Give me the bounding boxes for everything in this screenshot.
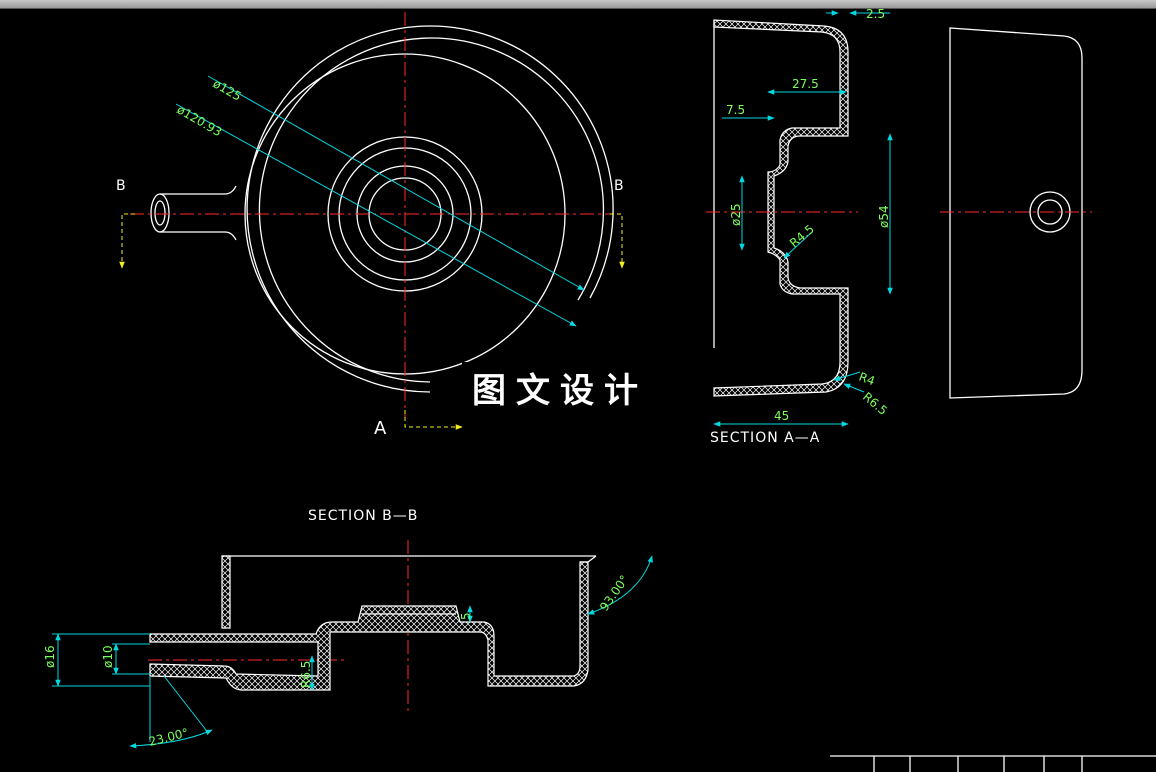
- bb-dim-r65: R6.5: [299, 661, 313, 688]
- dim-line-d120: [175, 103, 577, 327]
- aa-dim-w45: 45: [774, 409, 789, 423]
- aa-dim-r45-line: [783, 231, 813, 259]
- section-b-arrow-left: [119, 213, 135, 269]
- spout-bottom: [160, 231, 237, 241]
- watermark-bg: [462, 362, 712, 412]
- section-a-arrow: [404, 410, 463, 430]
- bb-dim-a23: 23.00°: [147, 726, 190, 749]
- section-a-label: A: [374, 418, 387, 439]
- aa-dim-w275: 27.5: [792, 77, 819, 91]
- cad-drawing-canvas[interactable]: ø125 ø120.93 B B A 图文设计 2.5 27.5 7.5 ø25…: [0, 8, 1156, 772]
- section-bb-view: SECTION B—B ø16 ø10 5 R6.5 93.00° 23.00°: [43, 508, 653, 749]
- section-aa-view: 2.5 27.5 7.5 ø25 R4.5 ø54 R4 R6.5 45 SEC…: [706, 8, 893, 446]
- bb-dim-h5: 5: [459, 612, 473, 620]
- side-hole-inner: [1037, 199, 1063, 225]
- outer-rim: [246, 25, 614, 393]
- aa-dim-w75: 7.5: [726, 103, 745, 117]
- bb-right-rim: [587, 555, 597, 563]
- aa-wall-hatch: [713, 19, 849, 397]
- section-b-label-right: B: [614, 178, 625, 194]
- window-title-bar: [0, 0, 1156, 9]
- aa-dim-d25: ø25: [729, 203, 743, 226]
- dim-d125: ø125: [211, 76, 244, 103]
- bb-floor-hatch: [149, 561, 589, 691]
- bb-dim-d10: ø10: [101, 645, 115, 668]
- side-view: [940, 27, 1092, 399]
- bb-ext-a23-angled: [163, 675, 207, 731]
- section-b-label-left: B: [116, 178, 127, 194]
- aa-dim-r4-line: [833, 371, 861, 381]
- aa-dim-r65: R6.5: [860, 390, 890, 418]
- spout-top: [160, 185, 237, 195]
- spout-end-outer: [150, 193, 170, 233]
- aa-dim-t25: 2.5: [866, 8, 885, 21]
- title-block: [830, 755, 1156, 772]
- bb-dim-d16: ø16: [43, 645, 57, 668]
- dim-d120: ø120.93: [175, 102, 225, 139]
- aa-dim-r45: R4.5: [787, 222, 817, 250]
- outer-rim-inner: [258, 37, 605, 383]
- title-block-grid: [830, 755, 1156, 772]
- bb-left-wall: [221, 555, 231, 629]
- spout-end-inner: [154, 200, 166, 226]
- side-outline: [949, 27, 1083, 399]
- bb-dim-a93-arc: [587, 555, 653, 615]
- section-bb-title: SECTION B—B: [308, 508, 418, 524]
- dim-line-d125: [207, 75, 585, 291]
- aa-dim-d54: ø54: [877, 205, 891, 228]
- aa-dim-r4: R4: [857, 370, 877, 389]
- aa-dim-r65-line: [843, 383, 865, 393]
- bb-dim-a23-arc: [129, 729, 213, 749]
- section-aa-title: SECTION A—A: [710, 430, 820, 446]
- section-b-arrow-right: [610, 213, 625, 269]
- watermark-text: 图文设计: [472, 371, 648, 411]
